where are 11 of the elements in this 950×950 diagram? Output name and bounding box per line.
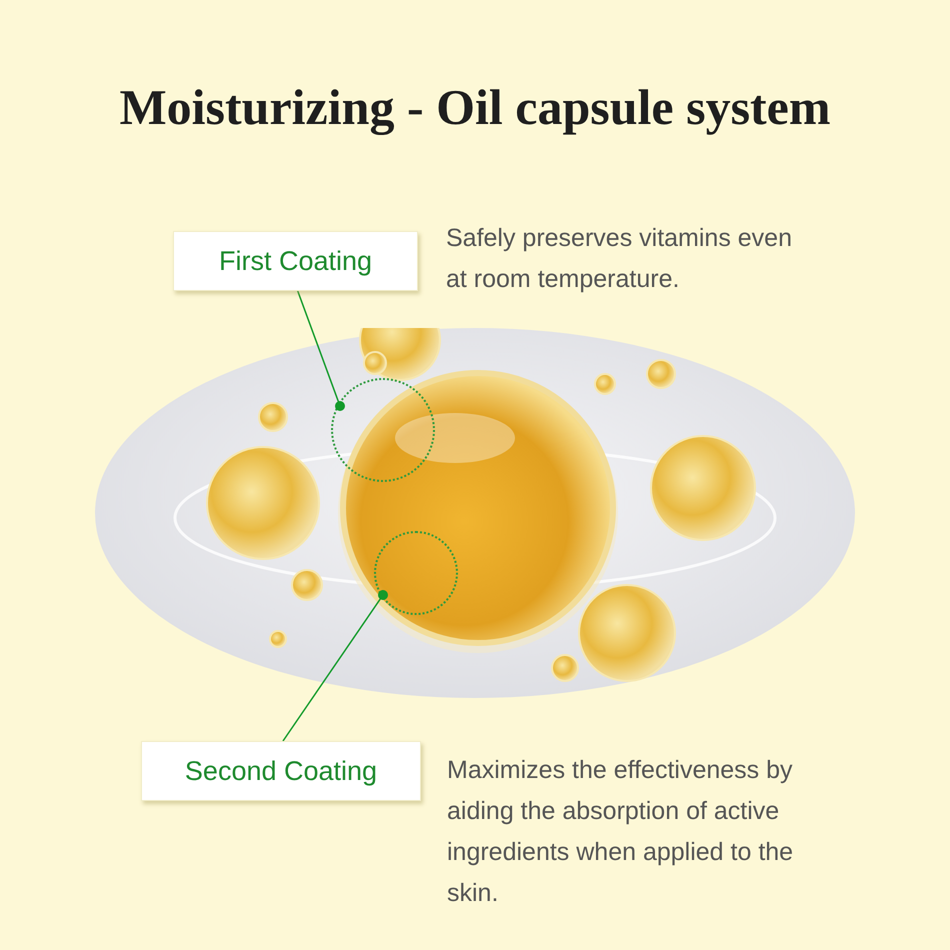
coating-label: First Coating <box>218 246 372 276</box>
leader-line <box>282 590 388 742</box>
dotted-circle-marker <box>374 531 458 615</box>
description-text: Maximizes the effectiveness by aiding the absorption of active ingredients when applied to the skin. <box>447 755 794 909</box>
description-text: Safely preserves vitamins even at room temperature. <box>446 223 793 295</box>
leader-line <box>296 288 345 411</box>
label-card <box>173 231 418 291</box>
coating-label: Second Coating <box>184 756 378 786</box>
label-card <box>141 741 421 801</box>
dotted-circle-marker <box>331 378 435 482</box>
title: Moisturizing - Oil capsule system <box>118 78 832 136</box>
